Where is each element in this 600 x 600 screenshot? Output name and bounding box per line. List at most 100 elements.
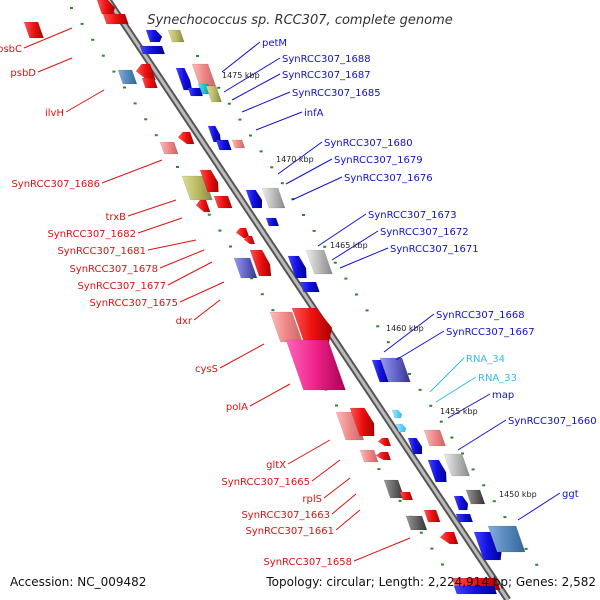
gene-label[interactable]: gltX [266, 460, 286, 471]
gene-label[interactable]: cysS [195, 364, 218, 375]
gene-label[interactable]: SynRCC307_1686 [11, 179, 100, 190]
gene-label[interactable]: SynRCC307_1685 [292, 88, 381, 99]
gene-label[interactable]: SynRCC307_1682 [47, 229, 136, 240]
scale-label: 1465 kbp [330, 241, 368, 250]
gene-label[interactable]: SynRCC307_1672 [380, 227, 469, 238]
gene-feature[interactable] [455, 513, 474, 523]
gene-feature[interactable] [335, 411, 365, 441]
gene-feature[interactable] [405, 515, 428, 531]
gene-label[interactable]: SynRCC307_1687 [282, 70, 371, 81]
gene-label[interactable]: ggt [562, 489, 579, 500]
gene-label[interactable]: SynRCC307_1678 [69, 264, 158, 275]
gene-feature[interactable] [375, 451, 392, 461]
gene-feature[interactable] [349, 407, 375, 437]
gene-label[interactable]: map [492, 390, 514, 401]
gene-label[interactable]: SynRCC307_1668 [436, 310, 525, 321]
leader-line [335, 509, 361, 531]
gene-label[interactable]: dxr [176, 316, 193, 327]
gene-label[interactable]: polA [226, 402, 248, 413]
gene-feature[interactable] [291, 307, 333, 345]
gene-label[interactable]: SynRCC307_1679 [334, 155, 423, 166]
gene-label[interactable]: trxB [105, 212, 126, 223]
gene-label[interactable]: psbC [0, 44, 22, 55]
gene-label[interactable]: SynRCC307_1676 [344, 173, 433, 184]
rna-label[interactable]: RNA_33 [478, 373, 517, 384]
gene-feature[interactable] [443, 453, 471, 477]
gene-feature[interactable] [261, 187, 286, 209]
topology-text: Topology: circular; Length: 2,224,914 bp… [265, 575, 596, 589]
gene-feature[interactable] [207, 125, 222, 143]
gene-features [23, 0, 526, 595]
gene-label[interactable]: SynRCC307_1681 [57, 246, 146, 257]
gene-feature[interactable] [167, 29, 185, 43]
gene-feature[interactable] [439, 531, 459, 545]
gene-feature[interactable] [191, 63, 217, 87]
gene-feature[interactable] [177, 131, 195, 145]
gene-label[interactable]: SynRCC307_1660 [508, 416, 597, 427]
gene-feature[interactable] [187, 87, 204, 97]
gene-feature[interactable] [96, 0, 116, 15]
gene-feature[interactable] [465, 489, 486, 505]
gene-label[interactable]: SynRCC307_1673 [368, 210, 457, 221]
gene-feature[interactable] [391, 409, 403, 419]
gene-feature[interactable] [231, 139, 246, 149]
gene-feature[interactable] [427, 459, 447, 483]
gene-label[interactable]: rplS [302, 494, 322, 505]
gene-label[interactable]: SynRCC307_1688 [282, 54, 371, 65]
gene-feature[interactable] [102, 13, 129, 25]
gene-feature[interactable] [249, 249, 272, 277]
gene-feature[interactable] [159, 141, 179, 155]
gene-feature[interactable] [453, 585, 498, 595]
gene-feature[interactable] [141, 77, 158, 89]
gene-feature[interactable] [305, 249, 333, 275]
gene-feature[interactable] [287, 255, 307, 279]
gene-feature[interactable] [285, 339, 346, 391]
gene-feature[interactable] [117, 69, 138, 85]
gene-feature[interactable] [243, 235, 256, 245]
gene-feature[interactable] [205, 85, 222, 103]
gene-label[interactable]: SynRCC307_1658 [263, 557, 352, 568]
gene-feature[interactable] [245, 189, 263, 209]
gene-feature[interactable] [299, 281, 320, 293]
gene-feature[interactable] [199, 169, 219, 193]
leader-line [287, 439, 331, 465]
gene-label[interactable]: SynRCC307_1661 [245, 526, 334, 537]
gene-feature[interactable] [23, 21, 44, 39]
gene-feature[interactable] [215, 139, 232, 151]
gene-feature[interactable] [487, 525, 526, 553]
gene-label[interactable]: SynRCC307_1675 [89, 298, 178, 309]
gene-label[interactable]: SynRCC307_1663 [241, 510, 330, 521]
gene-label[interactable]: SynRCC307_1671 [390, 244, 479, 255]
gene-label[interactable]: ilvH [45, 108, 64, 119]
gene-label[interactable]: SynRCC307_1680 [324, 138, 413, 149]
gene-feature[interactable] [395, 423, 407, 433]
gene-feature[interactable] [195, 199, 211, 213]
gene-feature[interactable] [423, 429, 446, 447]
leader-line [447, 393, 491, 419]
gene-feature[interactable] [139, 45, 166, 55]
gene-feature[interactable] [423, 509, 441, 523]
gene-label[interactable]: petM [262, 38, 287, 49]
gene-feature[interactable] [175, 67, 193, 91]
gene-label[interactable]: psbD [10, 68, 36, 79]
gene-feature[interactable] [359, 449, 379, 463]
gene-feature[interactable] [377, 437, 392, 447]
gene-feature[interactable] [453, 495, 469, 511]
rna-label[interactable]: RNA_34 [466, 354, 505, 365]
gene-label[interactable]: SynRCC307_1667 [446, 327, 535, 338]
gene-feature[interactable] [399, 491, 414, 501]
leader-line [127, 199, 177, 217]
gene-feature[interactable] [213, 195, 233, 209]
gene-feature[interactable] [233, 257, 258, 279]
gene-feature[interactable] [265, 217, 280, 227]
gene-feature[interactable] [379, 357, 411, 383]
leader-line [159, 249, 205, 269]
gene-feature[interactable] [145, 29, 163, 43]
gene-label[interactable]: SynRCC307_1677 [77, 281, 166, 292]
gene-feature[interactable] [407, 437, 423, 455]
gene-label[interactable]: infA [304, 108, 324, 119]
label-leader-lines [23, 27, 561, 562]
gene-label[interactable]: SynRCC307_1665 [221, 477, 310, 488]
leader-line [231, 73, 281, 101]
